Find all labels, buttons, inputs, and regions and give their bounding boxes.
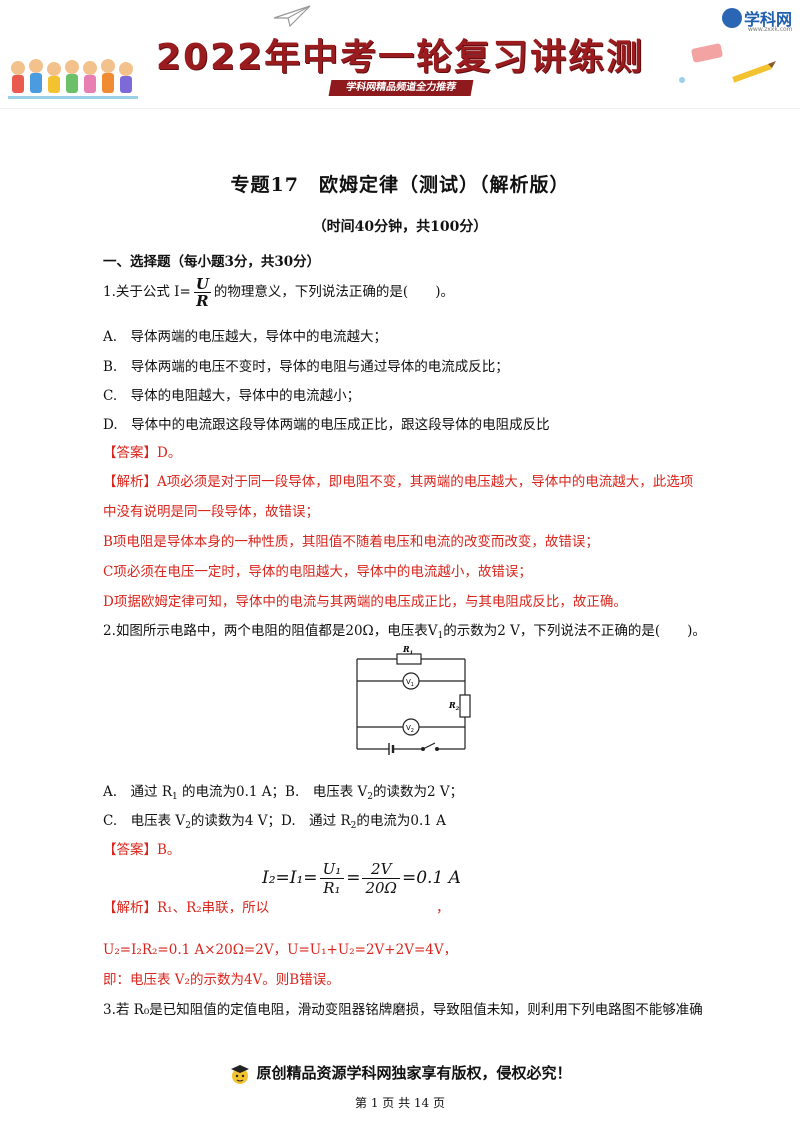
question-2-options-ab: A. 通过 R1 的电流为0.1 A；B. 电压表 V2的读数为2 V；: [103, 780, 463, 802]
answer-2: 【答案】B。: [103, 842, 181, 858]
site-logo: 学科网 www.zxxk.com: [722, 6, 794, 36]
section-heading: 一、选择题（每小题3分，共30分）: [103, 254, 321, 270]
option-b-tail: 的读数为2 V；: [373, 784, 464, 800]
formula-equals: =: [346, 868, 361, 888]
fraction-denominator: R: [196, 292, 209, 310]
question-3-stem: 3.若 R₀是已知阻值的定值电阻，滑动变阻器铭牌磨损，导致阻值未知，则利用下列电…: [103, 1002, 703, 1018]
question-1-prefix: 1.关于公式 I=: [103, 284, 191, 300]
fraction-denominator: R₁: [323, 879, 341, 897]
logo-mark-icon: [722, 8, 742, 28]
banner-subtitle: 学科网精品频道全力推荐: [328, 80, 474, 96]
option-c: C. 导体的电阻越大，导体中的电流越小；: [103, 388, 361, 404]
option-a: A. 导体两端的电压越大，导体中的电流越大；: [103, 329, 388, 345]
subscript: 2: [185, 821, 191, 831]
mascot-icon: [231, 1064, 250, 1084]
answer-1: 【答案】D。: [103, 445, 182, 461]
option-c-text: C. 电压表 V: [103, 813, 186, 829]
question-2-stem-a: 2.如图所示电路中，两个电阻的阻值都是20Ω，电压表V: [103, 623, 438, 639]
logo-url: www.zxxk.com: [748, 26, 793, 33]
option-a-text: A. 通过 R: [103, 784, 172, 800]
logo-text: 学科网: [744, 10, 793, 29]
analysis-2-comma: ，: [436, 900, 450, 916]
children-illustration: [8, 59, 138, 99]
question-2-stem-b: 的示数为2 V，下列说法不正确的是( )。: [443, 623, 706, 639]
fraction-denominator: 20Ω: [365, 879, 397, 897]
question-2-options-cd: C. 电压表 V2的读数为4 V；D. 通过 R2的电流为0.1 A: [103, 809, 446, 831]
fraction-numerator: U₁: [319, 860, 345, 879]
resistor-r2: [459, 694, 471, 718]
option-b-text: 的电流为0.1 A；B. 电压表 V: [177, 784, 368, 800]
analysis-1-line-2: 中没有说明是同一段导体，故错误；: [103, 504, 319, 520]
analysis-1-line-3: B项电阻是导体本身的一种性质，其阻值不随着电压和电流的改变而改变，故错误；: [103, 534, 599, 550]
analysis-2-conclusion: 即：电压表 V₂的示数为4V。则B错误。: [103, 972, 340, 988]
subscript: 2: [367, 792, 374, 802]
paper-plane-icon: [273, 5, 311, 28]
formula-rhs: =0.1 A: [402, 868, 461, 888]
subscript: 2: [350, 821, 357, 831]
circuit-diagram: R1 R2 V1 V2: [356, 645, 471, 755]
v2-label: V2: [406, 724, 414, 734]
v1-label: V1: [406, 678, 414, 688]
question-1-suffix: 的物理意义，下列说法正确的是( )。: [213, 284, 454, 300]
time-limit: （时间40分钟，共100分）: [312, 219, 488, 235]
analysis-2-calculation: U₂=I₂R₂=0.1 A×20Ω=2V，U=U₁+U₂=2V+2V=4V，: [103, 942, 458, 958]
r2-label: R2: [448, 700, 460, 712]
document-title: 专题17 欧姆定律（测试）（解析版）: [230, 174, 570, 196]
analysis-1-line-4: C项必须在电压一定时，导体的电阻越大，导体中的电流越小，故错误；: [103, 564, 532, 580]
analysis-1-line-5: D项据欧姆定律可知，导体中的电流与其两端的电压成正比，与其电阻成反比，故正确。: [103, 594, 627, 610]
analysis-2-prefix: 【解析】R₁、R₂串联，所以: [103, 900, 270, 916]
option-b: B. 导体两端的电压不变时，导体的电阻与通过导体的电流成反比；: [103, 359, 509, 375]
option-d-tail: 的电流为0.1 A: [356, 813, 446, 829]
page-number: 第 1 页 共 14 页: [355, 1096, 445, 1110]
option-d: D. 导体中的电流跟这段导体两端的电压成正比，跟这段导体的电阻成反比: [103, 417, 550, 433]
subscript: 1: [437, 631, 444, 641]
banner-title: 2022年中考一轮复习讲练测: [155, 37, 645, 78]
copyright-text: 原创精品资源学科网独家享有版权，侵权必究！: [256, 1064, 572, 1082]
option-d-text: 的读数为4 V；D. 通过 R: [190, 813, 351, 829]
stationery-decoration-icon: [679, 43, 776, 83]
fraction-numerator: U: [193, 275, 211, 293]
question-2-stem: 2.如图所示电路中，两个电阻的阻值都是20Ω，电压表V1的示数为2 V，下列说法…: [103, 619, 706, 641]
subscript: 1: [172, 792, 178, 802]
header-banner: 2022年中考一轮复习讲练测 学科网精品频道全力推荐 学科网 www.zxxk.…: [0, 0, 800, 109]
formula-lhs: I₂=I₁=: [262, 868, 318, 888]
copyright-notice: 原创精品资源学科网独家享有版权，侵权必究！: [0, 1062, 800, 1085]
fraction-numerator: 2V: [362, 860, 400, 879]
r1-label: R1: [402, 645, 413, 656]
analysis-1-line-1: 【解析】A项必须是对于同一段导体，即电阻不变，其两端的电压越大，导体中的电流越大…: [103, 474, 694, 490]
